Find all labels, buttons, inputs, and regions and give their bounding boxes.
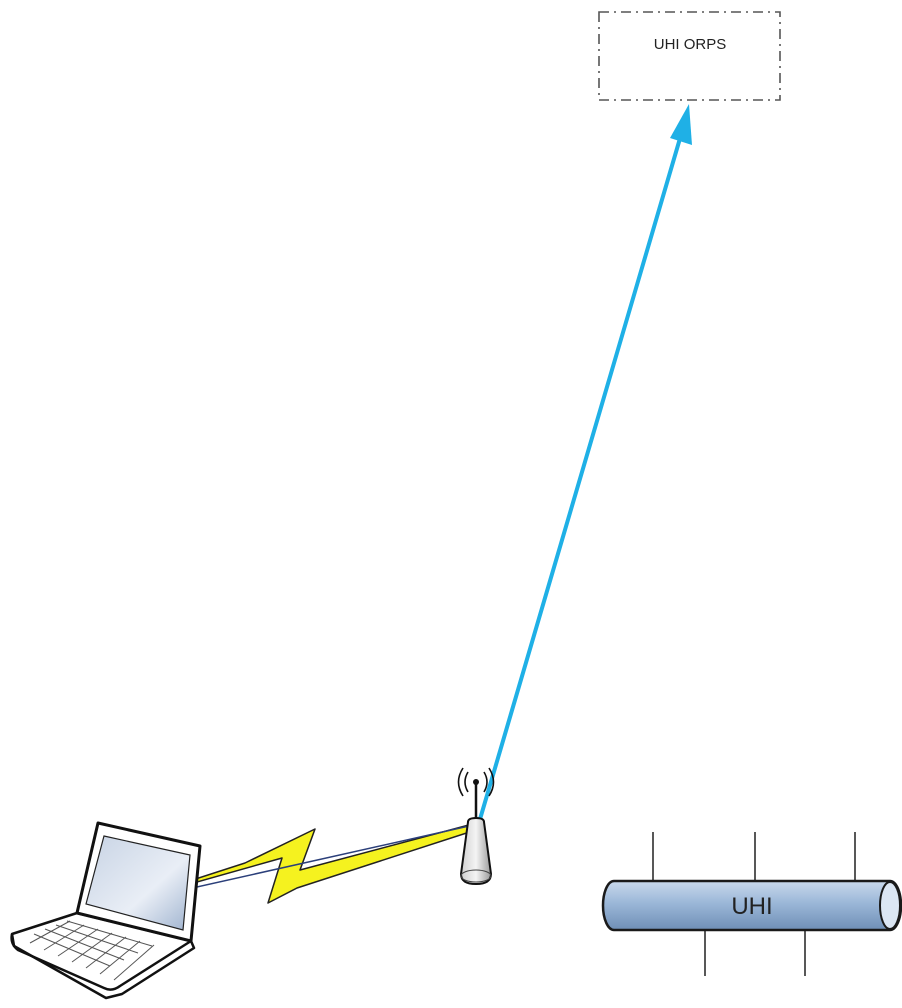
laptop-keyboard — [29, 920, 155, 981]
laptop-screen — [85, 835, 191, 931]
orps-box-label: UHI ORPS — [654, 36, 727, 53]
signal-waves-icon — [457, 767, 495, 797]
arrowhead-icon — [670, 104, 692, 145]
network-bus: UHI — [601, 832, 902, 976]
uplink-arrow — [476, 104, 692, 828]
access-point-base — [460, 869, 492, 883]
uplink-line — [476, 133, 683, 828]
bus-cylinder-end — [879, 881, 901, 930]
laptop-icon — [10, 821, 202, 1000]
orps-box-border — [598, 11, 781, 101]
orps-box: UHI ORPS — [598, 11, 781, 101]
bus-label: UHI — [731, 893, 772, 920]
access-point-body — [459, 816, 493, 886]
wireless-access-point-icon — [457, 767, 495, 886]
laptop-base-edge — [10, 933, 196, 1000]
